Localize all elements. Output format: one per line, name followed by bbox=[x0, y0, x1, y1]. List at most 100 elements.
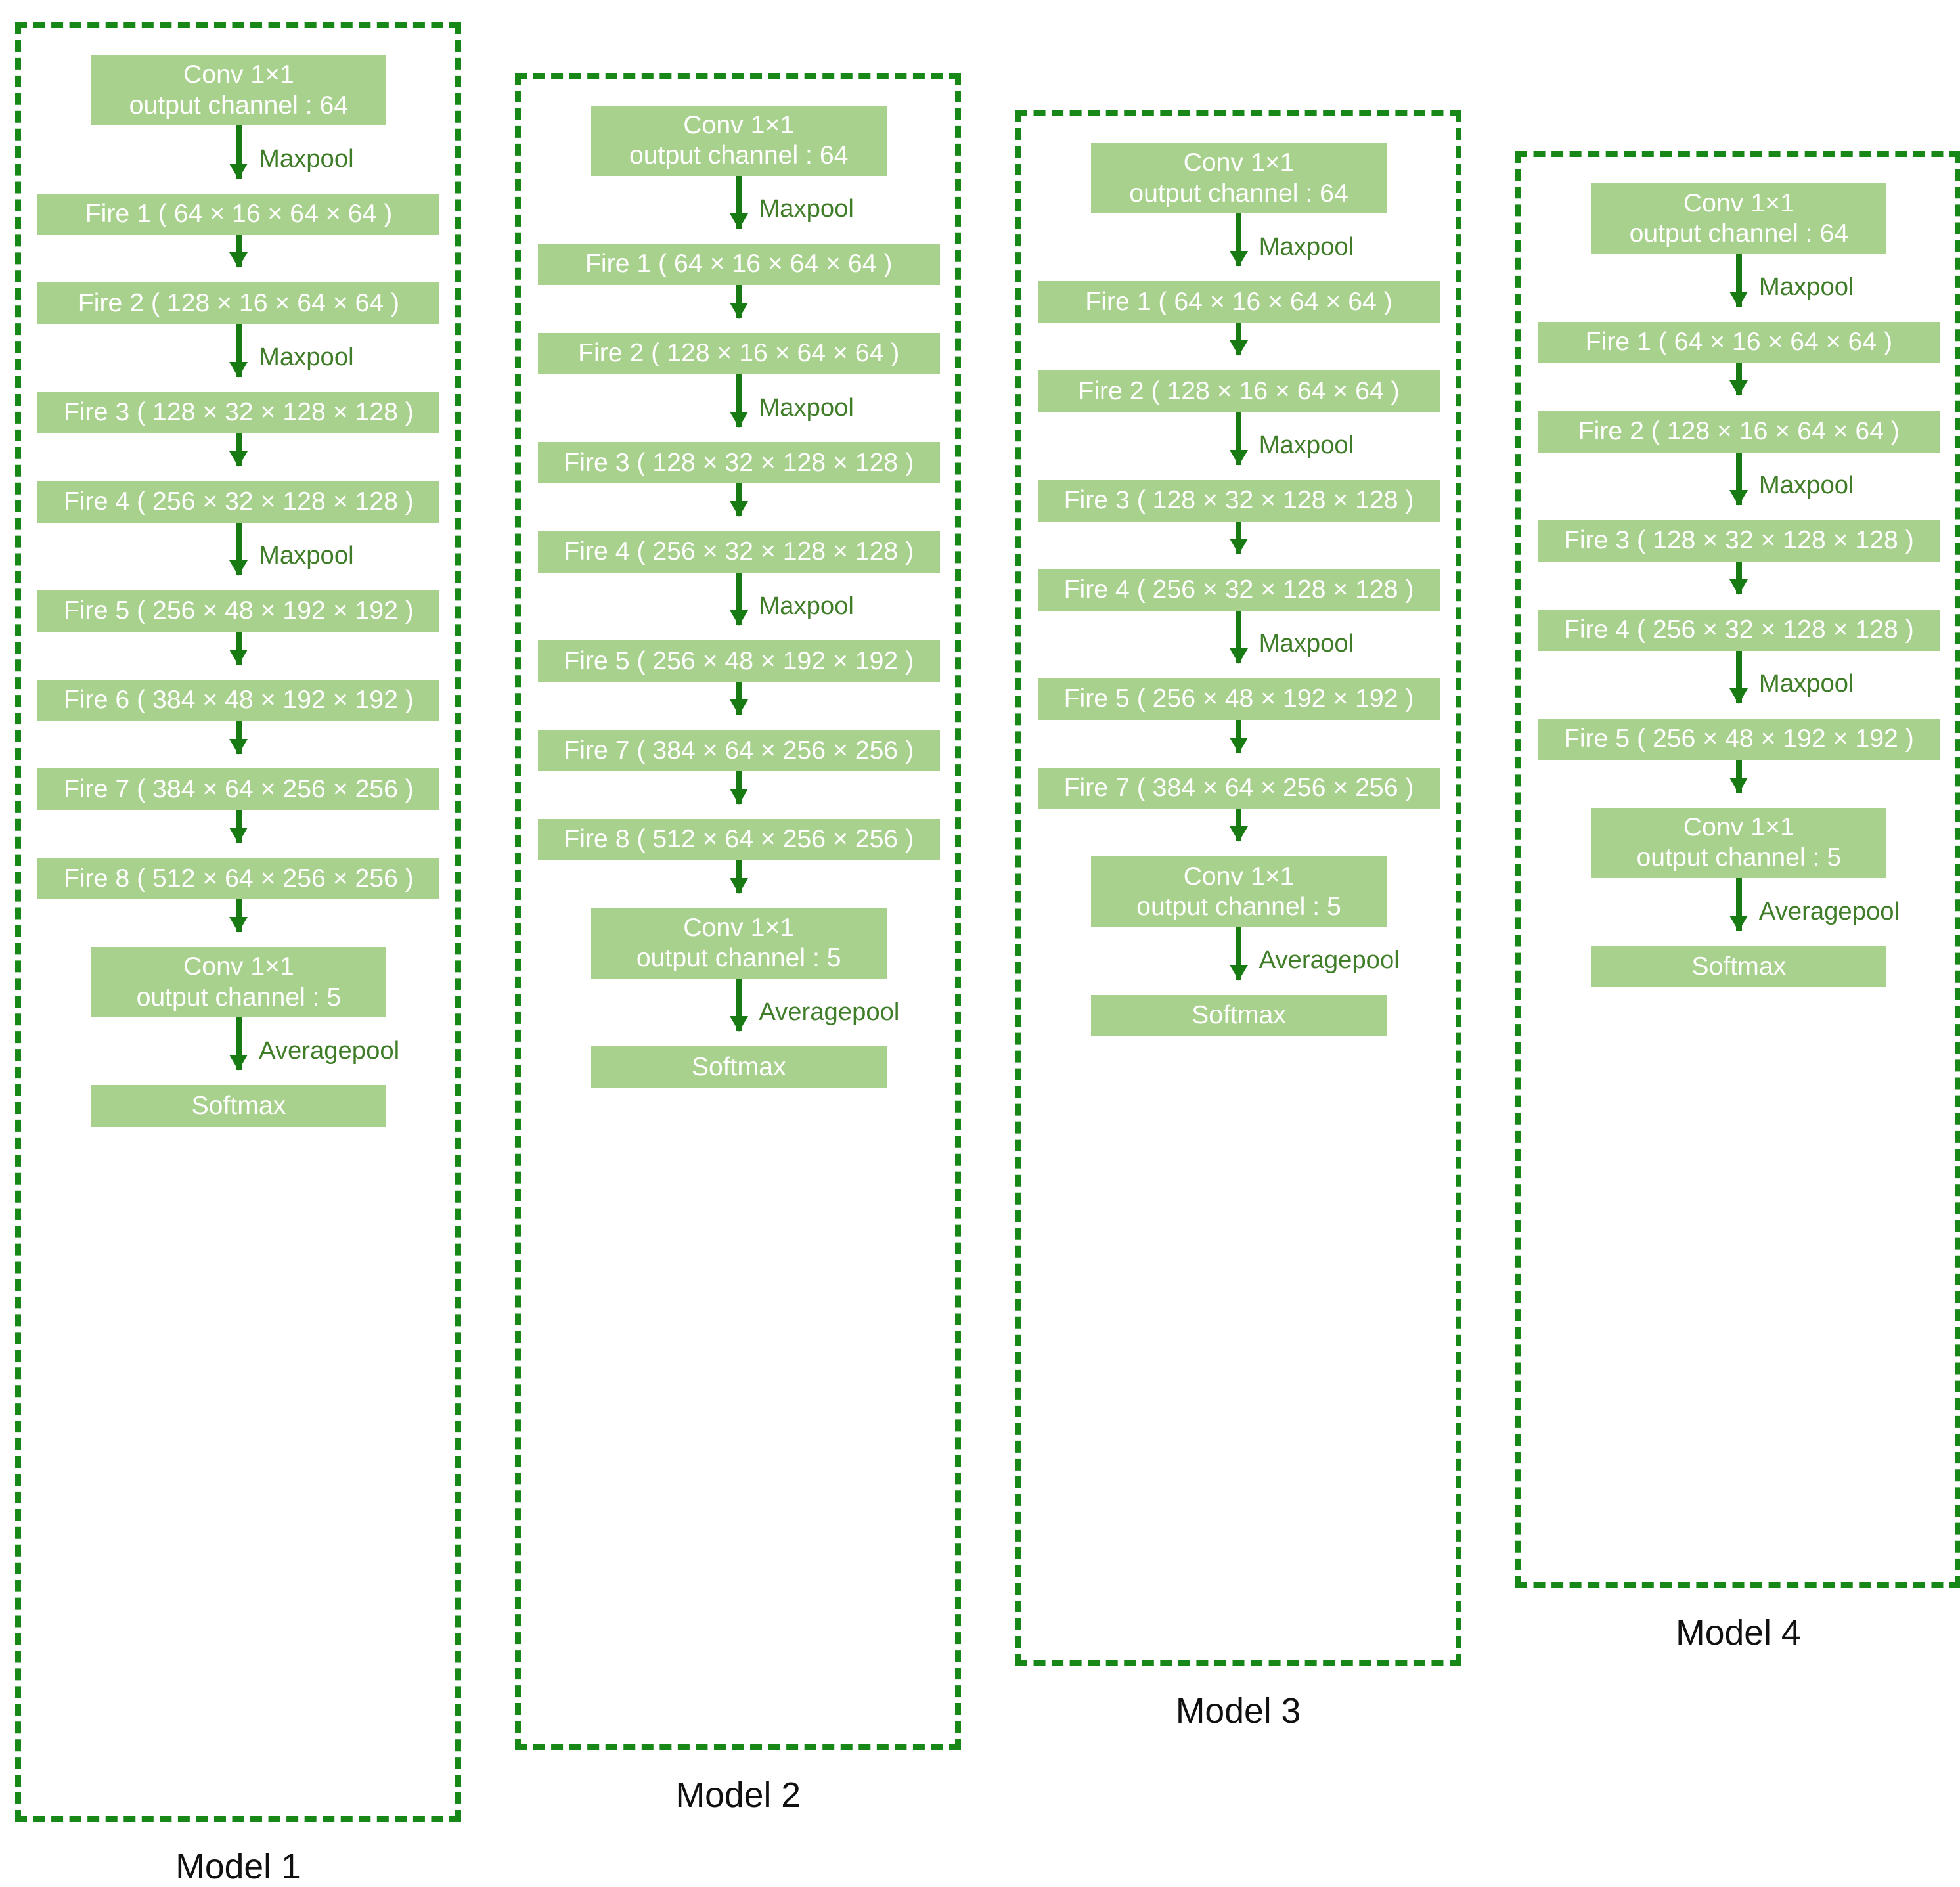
arrow-head-icon bbox=[729, 699, 748, 716]
layer-box-softmax: Softmax bbox=[91, 1085, 387, 1127]
arrow-label: Maxpool bbox=[1758, 669, 1854, 698]
flow-arrow bbox=[1538, 760, 1940, 808]
arrow-head-icon bbox=[229, 828, 248, 844]
layer-box-fire: Fire 2 ( 128 × 16 × 64 × 64 ) bbox=[537, 332, 940, 374]
arrow-shaft-icon bbox=[1230, 809, 1249, 843]
layer-box-label: Fire 2 ( 128 × 16 × 64 × 64 ) bbox=[1578, 416, 1900, 445]
flow-arrow bbox=[538, 483, 940, 531]
conv-title-label: Conv 1×1 bbox=[683, 110, 795, 139]
arrow-shaft-icon bbox=[1729, 650, 1748, 705]
layer-box-fire: Fire 4 ( 256 × 32 × 128 × 128 ) bbox=[537, 531, 940, 573]
flow-arrow-maxpool: Maxpool bbox=[1538, 452, 1940, 520]
flow-arrow-maxpool: Maxpool bbox=[37, 324, 439, 391]
layer-box-label: Fire 1 ( 64 × 16 × 64 × 64 ) bbox=[1585, 328, 1893, 357]
arrow-shaft-icon bbox=[229, 324, 248, 378]
arrow-label: Maxpool bbox=[1758, 273, 1854, 301]
flow-arrow bbox=[1038, 719, 1440, 768]
arrow-shaft-icon bbox=[1729, 760, 1748, 793]
flow-arrow-maxpool: Maxpool bbox=[37, 522, 439, 590]
flow-arrow-averagepool: Averagepool bbox=[1538, 877, 1940, 946]
arrow-head-icon bbox=[229, 738, 248, 755]
layer-box-fire: Fire 2 ( 128 × 16 × 64 × 64 ) bbox=[37, 282, 440, 324]
arrow-shaft-icon bbox=[229, 632, 248, 665]
arrow-shaft-icon bbox=[229, 810, 248, 844]
arrow-head-icon bbox=[729, 877, 748, 894]
flow-arrow bbox=[1538, 363, 1940, 411]
flow-arrow bbox=[37, 899, 439, 947]
flow-arrow-maxpool: Maxpool bbox=[538, 175, 940, 244]
layer-box-label: Fire 5 ( 256 × 48 × 192 × 192 ) bbox=[564, 646, 914, 675]
layer-box-label: Fire 7 ( 384 × 64 × 256 × 256 ) bbox=[564, 736, 914, 765]
conv-title-label: Conv 1×1 bbox=[183, 952, 294, 981]
layer-box-fire: Fire 5 ( 256 × 48 × 192 × 192 ) bbox=[37, 590, 440, 632]
arrow-shaft-icon bbox=[1729, 877, 1748, 932]
layer-box-label: Fire 5 ( 256 × 48 × 192 × 192 ) bbox=[63, 596, 414, 625]
layer-box-label: Fire 3 ( 128 × 32 × 128 × 128 ) bbox=[1563, 526, 1914, 555]
arrow-head-icon bbox=[229, 163, 248, 179]
arrow-label: Averagepool bbox=[259, 1036, 400, 1065]
arrow-head-icon bbox=[1729, 291, 1748, 307]
layer-box-fire: Fire 1 ( 64 × 16 × 64 × 64 ) bbox=[1037, 281, 1440, 323]
arrow-shaft-icon bbox=[1729, 452, 1748, 506]
arrow-label: Averagepool bbox=[1258, 946, 1400, 975]
arrow-shaft-icon bbox=[1230, 521, 1249, 555]
flow-arrow bbox=[538, 682, 940, 730]
layer-box-fire: Fire 1 ( 64 × 16 × 64 × 64 ) bbox=[37, 193, 440, 235]
conv-output-channel-label: output channel : 64 bbox=[1629, 219, 1849, 248]
arrow-label: Maxpool bbox=[1258, 629, 1354, 658]
arrow-head-icon bbox=[1230, 539, 1249, 555]
arrow-head-icon bbox=[229, 252, 248, 269]
arrow-head-icon bbox=[1230, 964, 1249, 981]
arrow-label: Averagepool bbox=[1758, 897, 1900, 925]
layer-box-fire: Fire 4 ( 256 × 32 × 128 × 128 ) bbox=[37, 481, 440, 523]
arrow-head-icon bbox=[1230, 251, 1249, 267]
layer-box-label: Fire 1 ( 64 × 16 × 64 × 64 ) bbox=[1085, 287, 1392, 316]
layer-box-label: Fire 1 ( 64 × 16 × 64 × 64 ) bbox=[85, 199, 393, 228]
arrow-shaft-icon bbox=[1230, 927, 1249, 981]
arrow-label: Maxpool bbox=[759, 393, 854, 422]
flow-arrow-maxpool: Maxpool bbox=[1538, 254, 1940, 321]
layer-box-fire: Fire 4 ( 256 × 32 × 128 × 128 ) bbox=[1037, 569, 1440, 611]
flow-arrow bbox=[538, 771, 940, 819]
conv-output-channel-label: output channel : 64 bbox=[1129, 179, 1348, 208]
flow-arrow bbox=[538, 285, 940, 333]
arrow-shaft-icon bbox=[229, 234, 248, 269]
layer-box-label: Softmax bbox=[1691, 952, 1787, 981]
layer-box-fire: Fire 3 ( 128 × 32 × 128 × 128 ) bbox=[1037, 479, 1440, 522]
model-caption-3: Model 3 bbox=[1175, 1691, 1301, 1731]
layer-box-softmax: Softmax bbox=[590, 1046, 887, 1088]
arrow-head-icon bbox=[729, 789, 748, 805]
layer-box-label: Fire 3 ( 128 × 32 × 128 × 128 ) bbox=[63, 398, 414, 427]
arrow-head-icon bbox=[729, 412, 748, 428]
arrow-head-icon bbox=[729, 501, 748, 518]
layer-box-fire: Fire 3 ( 128 × 32 × 128 × 128 ) bbox=[37, 391, 440, 433]
arrow-label: Maxpool bbox=[1758, 471, 1854, 500]
flow-arrow bbox=[538, 860, 940, 908]
flow-arrow-averagepool: Averagepool bbox=[1038, 927, 1440, 994]
flow-arrow bbox=[37, 632, 439, 680]
layer-box-softmax: Softmax bbox=[1591, 946, 1887, 988]
arrow-label: Maxpool bbox=[259, 343, 354, 372]
flow-arrow-maxpool: Maxpool bbox=[1038, 412, 1440, 479]
layer-box-fire: Fire 5 ( 256 × 48 × 192 × 192 ) bbox=[537, 640, 940, 682]
conv-output-channel-label: output channel : 5 bbox=[636, 944, 841, 973]
layer-box-label: Fire 2 ( 128 × 16 × 64 × 64 ) bbox=[78, 288, 400, 317]
layer-box-label: Fire 3 ( 128 × 32 × 128 × 128 ) bbox=[1063, 486, 1414, 515]
arrow-shaft-icon bbox=[229, 899, 248, 933]
flow-arrow bbox=[37, 433, 439, 481]
arrow-label: Maxpool bbox=[259, 144, 354, 173]
conv-title-label: Conv 1×1 bbox=[1683, 189, 1794, 217]
arrow-shaft-icon bbox=[1729, 254, 1748, 307]
arrow-head-icon bbox=[1230, 826, 1249, 843]
flow-arrow-maxpool: Maxpool bbox=[1538, 650, 1940, 719]
layer-box-fire: Fire 8 ( 512 × 64 × 256 × 256 ) bbox=[37, 858, 440, 900]
layer-box-label: Fire 8 ( 512 × 64 × 256 × 256 ) bbox=[564, 825, 914, 854]
layer-box-label: Fire 2 ( 128 × 16 × 64 × 64 ) bbox=[578, 339, 900, 368]
arrow-shaft-icon bbox=[729, 573, 748, 627]
arrow-label: Maxpool bbox=[759, 591, 854, 620]
flow-arrow-maxpool: Maxpool bbox=[538, 573, 940, 640]
flow-arrow bbox=[1538, 561, 1940, 610]
